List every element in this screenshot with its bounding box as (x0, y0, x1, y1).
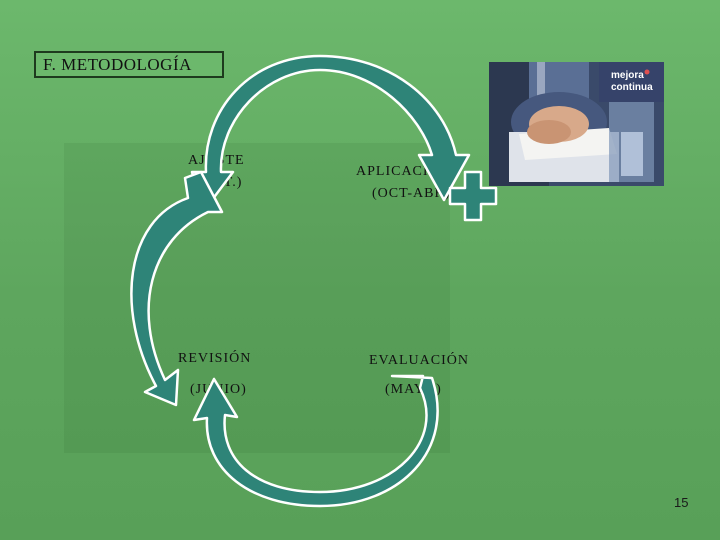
logo-line-2: continua (611, 82, 653, 93)
arrow-ajuste-to-aplicacion (192, 56, 469, 212)
arrow-evaluacion-to-revision (194, 376, 438, 506)
mejora-continua-photo: mejora continua (489, 62, 664, 186)
logo-line-1: mejora (611, 70, 644, 81)
arrow-revision-to-ajuste (131, 172, 222, 405)
page-number: 15 (674, 495, 688, 510)
